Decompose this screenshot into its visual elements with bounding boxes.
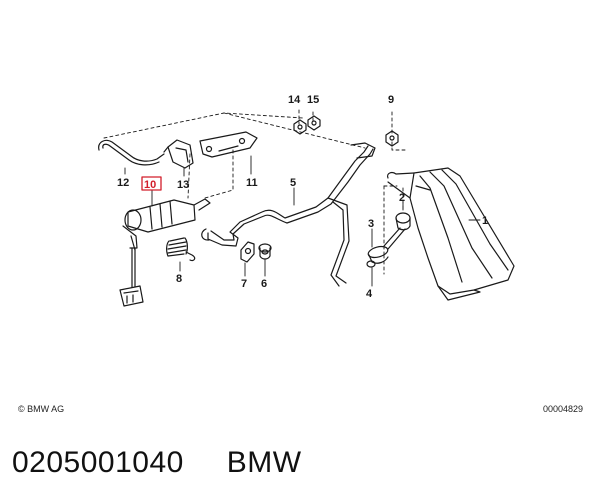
part-2-buffer bbox=[383, 212, 411, 250]
part-caption: 0205001040 BMW bbox=[12, 446, 302, 480]
callout-12: 12 bbox=[117, 177, 129, 189]
part-1-accelerator-pedal bbox=[387, 167, 515, 301]
callout-13: 13 bbox=[177, 179, 189, 191]
callout-labels: 1 2 3 4 5 6 7 8 9 10 11 12 13 14 15 bbox=[117, 94, 488, 300]
callout-2: 2 bbox=[399, 192, 405, 204]
callout-6: 6 bbox=[261, 278, 267, 290]
part-10-actuator bbox=[119, 198, 211, 307]
brand-name: BMW bbox=[226, 446, 302, 479]
part-11-bracket bbox=[199, 131, 258, 158]
copyright-label: © BMW AG bbox=[18, 404, 65, 414]
callout-15: 15 bbox=[307, 94, 319, 106]
part-12-rod bbox=[98, 139, 165, 166]
callout-11: 11 bbox=[246, 177, 258, 189]
part-6-grommet bbox=[258, 243, 272, 260]
part-4-washer bbox=[366, 260, 376, 268]
assembly-dashed-lines bbox=[103, 109, 407, 275]
callout-10: 10 bbox=[144, 179, 156, 191]
part-number: 0205001040 bbox=[12, 446, 184, 479]
part-5-linkage-rod bbox=[201, 142, 376, 287]
callout-7: 7 bbox=[241, 278, 247, 290]
part-7-bracket bbox=[240, 241, 255, 263]
callout-1: 1 bbox=[482, 215, 488, 227]
leader-lines bbox=[124, 155, 481, 287]
callout-14: 14 bbox=[288, 94, 301, 106]
callout-3: 3 bbox=[368, 218, 374, 230]
part-15-nut bbox=[307, 115, 321, 131]
callout-10-highlight-box bbox=[141, 176, 162, 191]
callout-9: 9 bbox=[388, 94, 394, 106]
parts-exploded-diagram: 1 2 3 4 5 6 7 8 9 10 11 12 13 14 15 bbox=[98, 94, 515, 307]
part-13-clip bbox=[163, 139, 194, 169]
part-9-nut bbox=[385, 130, 399, 147]
callout-4: 4 bbox=[366, 288, 373, 300]
callout-5: 5 bbox=[290, 177, 296, 189]
part-8-spring bbox=[166, 237, 196, 262]
part-3-pad bbox=[367, 245, 389, 264]
callout-8: 8 bbox=[176, 273, 182, 285]
drawing-id-label: 00004829 bbox=[542, 404, 583, 414]
part-14-nut bbox=[293, 119, 307, 135]
